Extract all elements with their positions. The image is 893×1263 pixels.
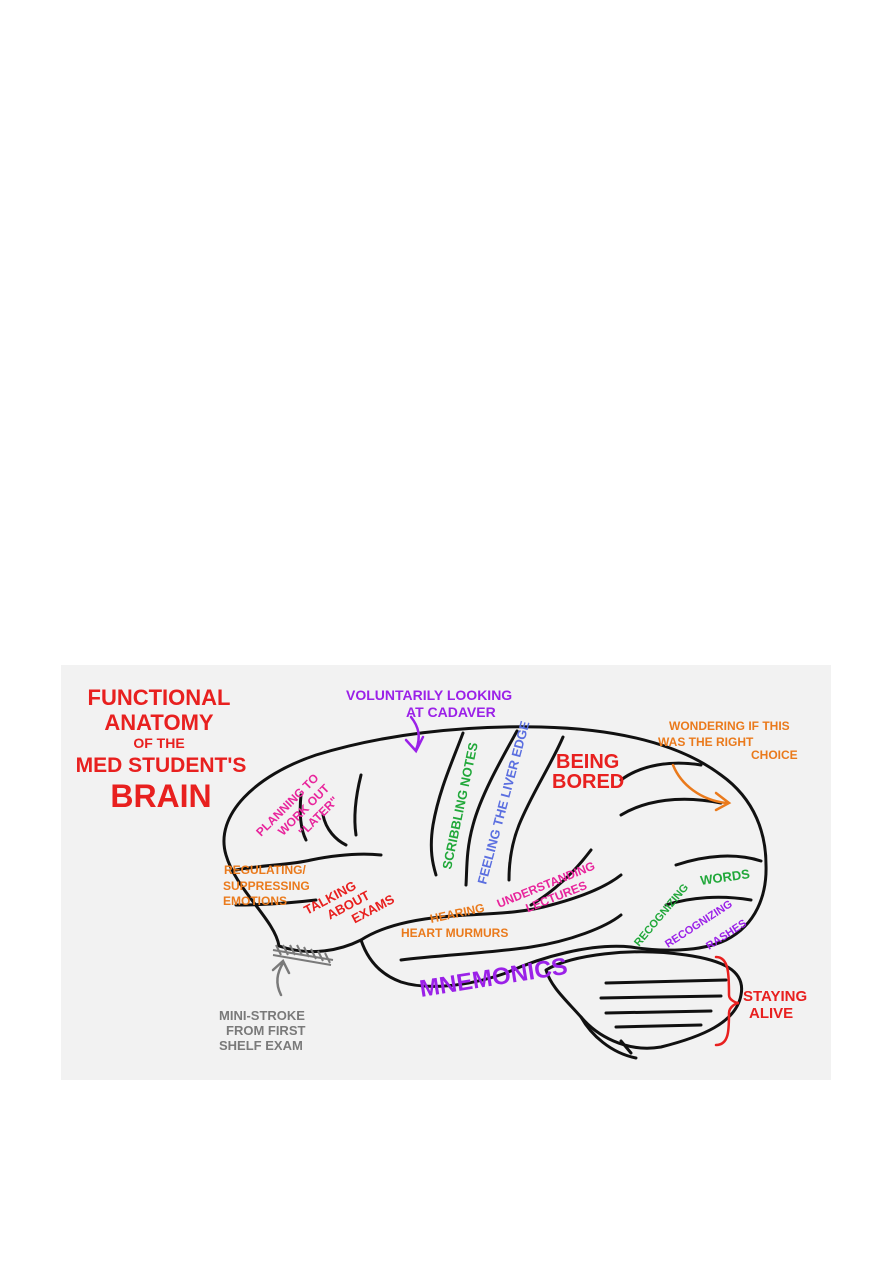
svg-text:SHELF EXAM: SHELF EXAM	[219, 1038, 303, 1053]
label-talking: TALKING ABOUT EXAMS	[301, 878, 397, 927]
svg-text:ALIVE: ALIVE	[749, 1005, 793, 1022]
lateral-sulcus	[359, 873, 623, 942]
brainstem	[579, 1015, 638, 1060]
occipital-sulcus-3	[664, 895, 753, 907]
svg-text:SUPPRESSING: SUPPRESSING	[223, 879, 310, 893]
frontal-sulcus-1	[234, 852, 383, 872]
frontal-dash-1	[353, 773, 363, 837]
title-line-5: BRAIN	[110, 778, 211, 814]
occipital-sulcus	[619, 797, 723, 817]
central-sulcus	[429, 731, 465, 877]
parietal-sulcus	[507, 735, 565, 882]
cerebellum-line-1	[604, 978, 728, 985]
svg-text:BEING: BEING	[556, 751, 619, 773]
mini-stroke-hatch	[272, 944, 334, 966]
frontal-dash-2	[298, 793, 308, 842]
occipital-sulcus-2	[674, 854, 763, 867]
label-liver: FEELING THE LIVER EDGE	[474, 719, 532, 886]
title-line-3: OF THE	[133, 735, 184, 751]
cerebellum-outline	[544, 950, 744, 1050]
frontal-sulcus-2	[234, 898, 318, 907]
svg-text:WORDS: WORDS	[699, 866, 751, 888]
svg-text:AT CADAVER: AT CADAVER	[406, 704, 496, 720]
svg-text:FEELING THE LIVER EDGE: FEELING THE LIVER EDGE	[474, 719, 532, 886]
label-mnemonics: MNEMONICS	[418, 953, 570, 1003]
label-regulating: REGULATING/ SUPPRESSING EMOTIONS	[223, 863, 310, 908]
cadaver-arrow-icon	[404, 715, 425, 754]
svg-text:EMOTIONS: EMOTIONS	[223, 894, 287, 908]
brainstem-tick	[619, 1039, 633, 1055]
frontal-dash-3	[321, 813, 348, 847]
svg-text:VOLUNTARILY LOOKING: VOLUNTARILY LOOKING	[346, 687, 512, 703]
wondering-arrow-icon	[671, 763, 732, 812]
svg-text:WAS THE RIGHT: WAS THE RIGHT	[658, 735, 754, 749]
title-line-1: FUNCTIONAL	[88, 685, 231, 710]
title-line-2: ANATOMY	[104, 710, 214, 735]
label-scribbling: SCRIBBLING NOTES	[439, 741, 481, 871]
label-cadaver: VOLUNTARILY LOOKING AT CADAVER	[346, 687, 512, 720]
brain-diagram: FUNCTIONAL ANATOMY OF THE MED STUDENT'S …	[76, 685, 807, 1060]
label-planning: PLANNING TO WORK OUT "LATER"	[253, 771, 341, 839]
label-mini-stroke: MINI-STROKE FROM FIRST SHELF EXAM	[219, 1008, 305, 1053]
cerebellum-line-4	[614, 1023, 703, 1029]
svg-text:MNEMONICS: MNEMONICS	[418, 953, 570, 1003]
cerebellum-line-3	[604, 1009, 713, 1015]
parietal-sulcus-2	[619, 761, 703, 782]
svg-text:BORED: BORED	[552, 771, 624, 793]
temporal-gyrus-line	[529, 848, 593, 907]
staying-alive-brace-icon	[714, 955, 740, 1047]
svg-text:FROM FIRST: FROM FIRST	[226, 1023, 305, 1038]
postcentral-sulcus	[464, 729, 519, 887]
cerebrum-outline	[222, 725, 768, 988]
svg-text:REGULATING/: REGULATING/	[224, 863, 306, 877]
svg-text:MINI-STROKE: MINI-STROKE	[219, 1008, 305, 1023]
svg-text:WONDERING IF THIS: WONDERING IF THIS	[669, 719, 790, 733]
brain-diagram-panel: FUNCTIONAL ANATOMY OF THE MED STUDENT'S …	[61, 665, 831, 1080]
svg-text:CHOICE: CHOICE	[751, 748, 798, 762]
title-line-4: MED STUDENT'S	[76, 754, 247, 777]
ministroke-arrow-icon	[271, 958, 291, 997]
label-wondering: WONDERING IF THIS WAS THE RIGHT CHOICE	[658, 719, 798, 762]
label-understanding: UNDERSTANDING LECTURES	[495, 859, 597, 916]
cerebellum-line-2	[599, 994, 723, 1000]
label-bored: BEING BORED	[552, 751, 624, 793]
label-staying-alive: STAYING ALIVE	[743, 988, 807, 1022]
svg-text:HEARING: HEARING	[429, 901, 486, 926]
svg-text:SCRIBBLING NOTES: SCRIBBLING NOTES	[439, 741, 481, 871]
temporal-sulcus	[399, 913, 623, 962]
svg-text:STAYING: STAYING	[743, 988, 807, 1005]
diagram-title: FUNCTIONAL ANATOMY OF THE MED STUDENT'S …	[76, 685, 247, 814]
svg-text:HEART MURMURS: HEART MURMURS	[401, 926, 508, 940]
